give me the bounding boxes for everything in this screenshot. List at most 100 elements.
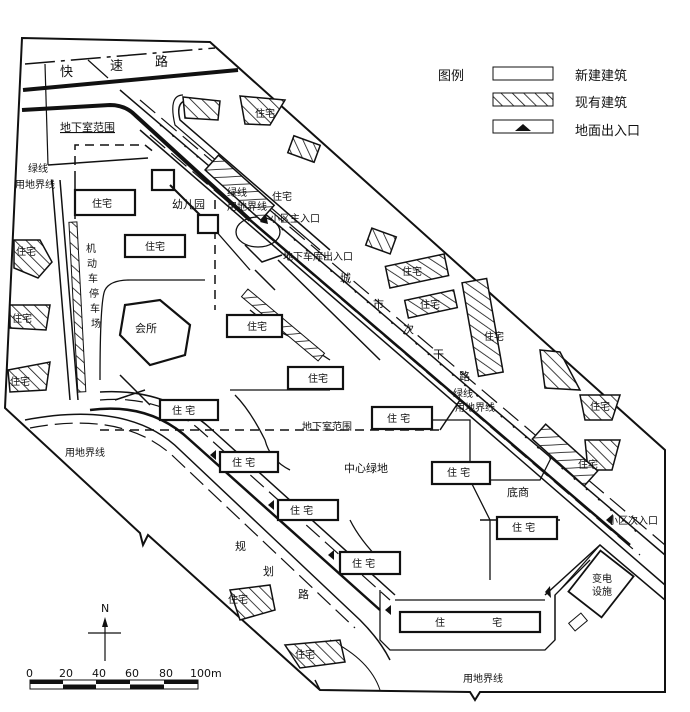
existing-building [13,239,53,279]
trunk-road-label-4: 干 [433,348,444,361]
scale-segment [130,684,164,689]
land-boundary-label: 用地界线 [15,178,55,191]
scale-segment [63,684,96,689]
basement-range-label: 地下室范围 [302,420,352,433]
expressway-label-2: 速 [110,59,123,74]
north-label: N [101,602,109,615]
parking-label: 机 动 车 停 车 场 [86,242,101,330]
residence-label: 住 宅 [352,557,375,570]
substation-label: 变电 [592,572,612,585]
residence-building [286,365,345,391]
scale-tick-label: 60 [125,667,139,680]
entrance-triangle-icon [606,514,613,525]
parking-stalls-south [114,374,151,406]
existing-building [539,349,582,391]
land-boundary-label: 用地界线 [227,200,267,213]
parking-road [51,179,79,401]
green-line-boundary [47,157,149,166]
boundary-tick [314,679,321,691]
main-entrance-label: 小区主入口 [270,213,320,225]
substation-label: 设施 [592,585,612,598]
entrance-triangle-icon [210,450,216,460]
kindergarten-block [150,168,176,192]
residence-building [338,550,402,576]
clubhouse-building [118,298,192,367]
existing-building [283,639,346,669]
residence-label: 住 宅 [435,616,524,629]
green-line-label: 绿线 [28,162,48,175]
residence-building [276,498,340,522]
existing-building-row [531,423,599,487]
central-green-label: 中心绿地 [344,461,388,475]
parking-label-char: 车 [90,302,100,315]
parking-label-char: 动 [87,258,97,270]
entrance-triangle-icon [328,550,334,560]
secondary-trunk-road: 城 市 次 干 路 [119,89,666,586]
existing-building [403,289,459,319]
scale-segment [164,680,198,684]
entrance-triangle-icon [545,586,551,598]
scale-segment [30,680,63,684]
substation-building [567,549,635,619]
land-boundary-label: 用地界线 [65,446,105,459]
compass-cross [88,620,121,661]
residence-label: 住 宅 [172,404,195,417]
existing-building [461,277,505,378]
labels: 地下室范围 绿线 用地界线 绿线 用地界线 绿线 用地界线 用地界线 用地界线 … [10,107,658,685]
planned-road-label-3: 路 [298,588,309,601]
existing-building [239,95,287,126]
site-boundary [3,36,666,702]
residence-building-long [398,610,542,634]
existing-buildings [7,95,622,669]
residence-building [158,398,220,422]
existing-building [579,394,622,421]
residence-building [495,515,559,541]
planned-road: 规 划 路 [24,390,396,691]
scale-segment [96,680,130,684]
shops-label: 底商 [507,485,529,499]
residence-label: 住宅 [12,312,32,325]
entrance-triangle-icon [268,500,274,510]
residence-building [123,233,187,259]
entrance-triangle-icon [515,124,531,131]
legend-title: 图例 [438,69,464,84]
scale-tick-label: 40 [92,667,106,680]
entrance-triangle-icon [260,214,268,224]
parking-label-char: 机 [86,242,96,255]
scale-bar: 0 20 40 60 80 100m [26,667,222,690]
trunk-road-label-2: 市 [373,297,384,311]
residence-label: 住宅 [308,372,328,385]
existing-building [584,439,621,471]
parking-stalls-west [68,221,87,393]
existing-building [7,361,51,393]
existing-building [384,253,450,289]
legend-existing-building-symbol [492,92,554,107]
land-boundary-label: 用地界线 [455,401,495,414]
residence-label: 住宅 [402,265,422,278]
residence-label: 住宅 [145,240,165,253]
new-buildings [73,168,559,634]
garage-entrance-label: 地下车库出入口 [283,250,353,263]
residence-building [430,460,492,486]
legend-new-building-symbol [492,66,554,81]
residence-label: 住宅 [10,375,30,388]
residence-label: 住 宅 [232,456,255,469]
residence-label: 住宅 [295,648,315,661]
residence-building [370,405,434,431]
garage-ramp [244,244,381,361]
residence-label: 住宅 [484,330,504,343]
legend: 图例 新建建筑 现有建筑 地面出入口 [438,66,640,139]
residence-label: 住 宅 [387,412,410,425]
residence-label: 住宅 [578,458,598,471]
north-compass: N [88,602,121,661]
kindergarten-label: 幼儿园 [172,198,205,211]
existing-building [286,134,322,164]
residence-label: 住宅 [590,400,610,413]
small-structure [567,612,589,632]
clubhouse-label: 会所 [135,322,157,335]
existing-building [9,304,51,331]
residence-label: 住宅 [272,190,292,203]
trunk-road-label-1: 城 [340,272,351,285]
kindergarten-link [169,184,201,216]
planned-road-label-1: 规 [235,539,246,553]
